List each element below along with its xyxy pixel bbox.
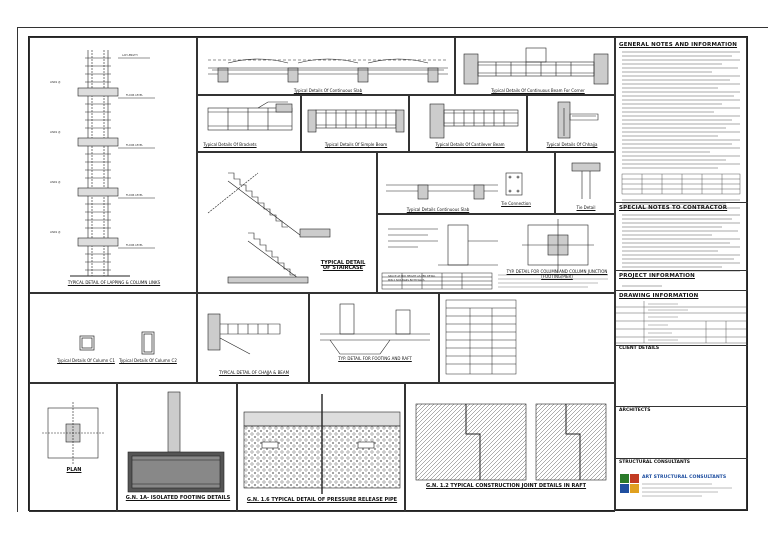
caption-simple-beam: Typical Details Of Simple Beam — [324, 142, 388, 147]
footing-raft-drawing — [320, 303, 430, 355]
caption-chajja-beam: TYPICAL DETAIL OF CHAJJA & BEAM — [218, 370, 290, 375]
caption-brackets: Typical Details Of Brackets — [203, 142, 257, 147]
caption-plan: PLAN — [66, 467, 82, 473]
panel-simple-beam: Typical Details Of Simple Beam — [301, 95, 409, 152]
caption-continuous-slab: Typical Details Of Continuous Slab — [293, 88, 363, 93]
panel-pressure-pipe: G.N. 1.6 TYPICAL DETAIL OF PRESSURE RELE… — [237, 383, 405, 512]
staircase-drawing — [207, 172, 331, 284]
column-lapping-drawing: LAP LENGTH FLOOR LEVEL FLOOR LEVEL FLOOR L… — [50, 50, 155, 277]
panel-chhajja: Typical Details Of Chhajja — [527, 95, 615, 152]
panel-cantilever: Typical Details Of Cantilever Beam — [409, 95, 527, 152]
drawing-sheet: LAP LENGTH FLOOR LEVEL FLOOR LEVEL FLOOR L… — [28, 36, 748, 512]
svg-text:LINKS @: LINKS @ — [50, 80, 61, 84]
svg-text:MIN 2 NOS BARS BOTH WAYS: MIN 2 NOS BARS BOTH WAYS — [388, 278, 425, 282]
panel-chajja-beam: TYPICAL DETAIL OF CHAJJA & BEAM — [197, 293, 309, 383]
caption-cantilever: Typical Details Of Cantilever Beam — [435, 142, 505, 147]
continuous-beam-drawing — [463, 47, 609, 85]
chajja-beam-drawing — [207, 313, 281, 355]
panel-continuous-slab-2: Typical Details Continuous Slab Tie Conn… — [377, 152, 555, 214]
caption-column-c1: Typical Details Of Column C1 — [57, 358, 115, 363]
column-sections-drawing — [79, 331, 155, 355]
panel-tie-detail: Tie Detail — [555, 152, 615, 214]
panel-schedule-table — [377, 271, 615, 293]
brackets-drawing — [207, 101, 293, 131]
plan-drawing — [42, 402, 104, 464]
caption-lapping: TYPICAL DETAIL OF LAPPING & COLUMN LINKS — [67, 280, 161, 285]
caption-footing-column: TYP. DETAIL FOR COLUMN AND COLUMN JUNCTI… — [506, 269, 608, 279]
construction-joint-drawing — [415, 403, 607, 481]
consultant-address-lines — [642, 483, 732, 497]
panel-rebar-table — [439, 293, 615, 383]
architects-heading: ARCHITECTS — [619, 408, 651, 413]
outer-frame-top-line — [17, 27, 768, 28]
continuous-slab-drawing — [208, 58, 448, 83]
caption-column-c2: Typical Details Of Column C2 — [119, 358, 177, 363]
caption-continuous-slab-2: Typical Details Continuous Slab — [406, 207, 470, 212]
isolated-footing-drawing — [127, 391, 225, 493]
special-notes-text — [622, 214, 740, 272]
caption-footing-raft: TYP. DETAIL FOR FOOTING AND RAFT — [338, 356, 412, 361]
svg-text:FLOOR LEVEL: FLOOR LEVEL — [126, 193, 143, 197]
panel-lapping-detail: LAP LENGTH FLOOR LEVEL FLOOR LEVEL FLOOR L… — [29, 37, 197, 293]
drawing-info-table — [616, 301, 748, 344]
project-info-lines — [622, 285, 662, 287]
structural-consultants-heading: STRUCTURAL CONSULTANTS — [619, 460, 691, 465]
svg-text:LAP LENGTH: LAP LENGTH — [122, 53, 138, 57]
caption-tie-connection: Tie Connection — [501, 201, 531, 206]
consultant-logo — [620, 474, 639, 493]
rebar-table-drawing — [445, 299, 517, 375]
title-block: GENERAL NOTES AND INFORMATION SPECIAL NO… — [615, 37, 748, 510]
panel-continuous-slab: Typical Details Of Continuous Slab — [197, 37, 455, 95]
chhajja-drawing — [557, 101, 599, 139]
svg-text:LINKS @: LINKS @ — [50, 180, 61, 184]
caption-continuous-beam: Typical Details Of Continuous Beam For C… — [491, 88, 585, 93]
caption-staircase: TYPICAL DETAIL OF STAIRCASE — [320, 260, 366, 271]
svg-text:FLOOR LEVEL: FLOOR LEVEL — [126, 243, 143, 247]
simple-beam-drawing — [307, 109, 405, 133]
panel-column-details: Typical Details Of Column C1 Typical Det… — [29, 293, 197, 383]
drawing-info-heading: DRAWING INFORMATION — [619, 293, 699, 299]
svg-text:LINKS @: LINKS @ — [50, 230, 61, 234]
consultant-name: ART STRUCTURAL CONSULTANTS — [642, 475, 727, 480]
pressure-pipe-drawing — [243, 394, 401, 494]
caption-isolated-footing: G.N. 1A- ISOLATED FOOTING DETAILS — [125, 495, 231, 501]
panel-brackets: Typical Details Of Brackets — [197, 95, 301, 152]
caption-chhajja: Typical Details Of Chhajja — [546, 142, 598, 147]
panel-continuous-beam: Typical Details Of Continuous Beam For C… — [455, 37, 615, 95]
project-info-heading: PROJECT INFORMATION — [619, 273, 695, 279]
svg-text:SPLICE AT MID HEIGHT AS PER DE: SPLICE AT MID HEIGHT AS PER DETAIL — [388, 274, 436, 278]
footing-column-drawing: SPLICE AT MID HEIGHT AS PER DETAIL MIN 2… — [388, 219, 594, 282]
tie-detail-drawing — [571, 162, 601, 199]
continuous-slab-2-drawing — [386, 172, 523, 200]
panel-plan: PLAN — [29, 383, 117, 512]
svg-text:LINKS @: LINKS @ — [50, 130, 61, 134]
general-notes-heading: GENERAL NOTES AND INFORMATION — [619, 42, 738, 48]
caption-tie-detail: Tie Detail — [576, 205, 596, 210]
panel-construction-joint: G.N. 1.2 TYPICAL CONSTRUCTION JOINT DETA… — [405, 383, 615, 512]
panel-staircase: TYPICAL DETAIL OF STAIRCASE — [197, 152, 377, 293]
general-notes-text — [621, 51, 741, 209]
client-details-heading: CLIENT DETAILS — [619, 346, 660, 351]
panel-isolated-footing: G.N. 1A- ISOLATED FOOTING DETAILS — [117, 383, 237, 512]
panel-footing-raft: TYP. DETAIL FOR FOOTING AND RAFT — [309, 293, 439, 383]
svg-text:FLOOR LEVEL: FLOOR LEVEL — [126, 143, 143, 147]
caption-pressure-pipe: G.N. 1.6 TYPICAL DETAIL OF PRESSURE RELE… — [246, 497, 398, 503]
schedule-table-drawing — [381, 272, 608, 290]
svg-text:FLOOR LEVEL: FLOOR LEVEL — [126, 93, 143, 97]
cantilever-drawing — [429, 103, 519, 139]
special-notes-heading: SPECIAL NOTES TO CONTRACTOR — [619, 205, 728, 211]
caption-construction-joint: G.N. 1.2 TYPICAL CONSTRUCTION JOINT DETA… — [426, 483, 587, 489]
